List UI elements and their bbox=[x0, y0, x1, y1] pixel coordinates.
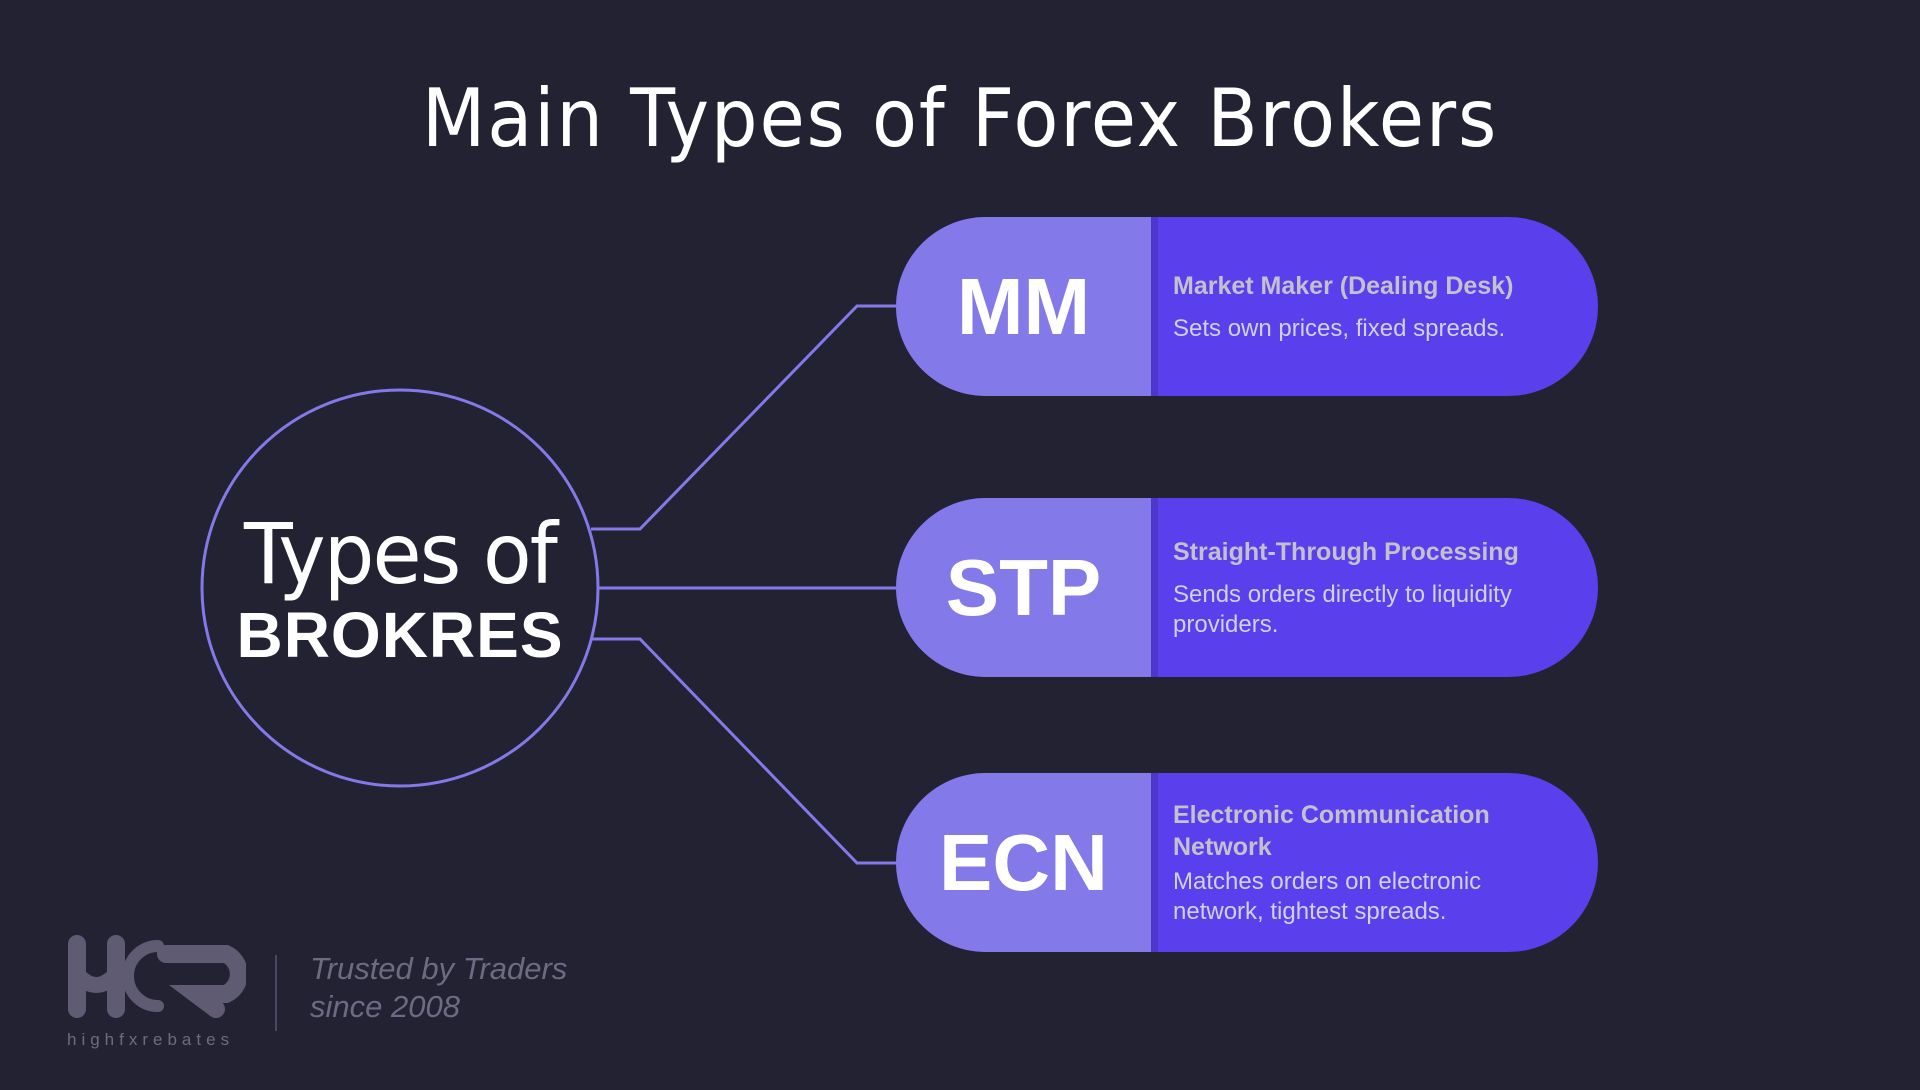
brand-name: highfxrebates bbox=[67, 1030, 235, 1049]
center-label-line1: Types of bbox=[244, 505, 558, 603]
center-label-line2: BROKRES bbox=[236, 599, 564, 671]
connector-ecn bbox=[591, 637, 896, 865]
connector-mm bbox=[591, 304, 896, 531]
broker-abbr: ECN bbox=[896, 773, 1158, 952]
broker-name: Market Maker (Dealing Desk) bbox=[1173, 271, 1514, 300]
broker-card-mm: MM Market Maker (Dealing Desk) Sets own … bbox=[896, 217, 1598, 396]
page-title: Main Types of Forex Brokers bbox=[421, 72, 1499, 165]
broker-card-stp: STP Straight-Through Processing Sends or… bbox=[896, 498, 1598, 677]
broker-description: Sets own prices, fixed spreads. bbox=[1173, 314, 1506, 342]
broker-abbr: MM bbox=[896, 217, 1158, 396]
tagline-line2: since 2008 bbox=[310, 989, 460, 1024]
broker-abbr: STP bbox=[896, 498, 1158, 677]
broker-name: Electronic Communication Network bbox=[1173, 800, 1490, 861]
broker-name: Straight-Through Processing bbox=[1173, 537, 1519, 566]
broker-description: Matches orders on electronic network, ti… bbox=[1173, 867, 1482, 925]
footer-divider bbox=[275, 955, 277, 1031]
tagline-line1: Trusted by Traders bbox=[310, 951, 568, 986]
tagline: Trusted by Traders since 2008 bbox=[310, 950, 567, 1026]
broker-card-ecn: ECN Electronic Communication Network Mat… bbox=[896, 773, 1598, 952]
highfxrebates-logo-icon bbox=[68, 935, 246, 1018]
broker-description: Sends orders directly to liquidity provi… bbox=[1173, 580, 1512, 638]
